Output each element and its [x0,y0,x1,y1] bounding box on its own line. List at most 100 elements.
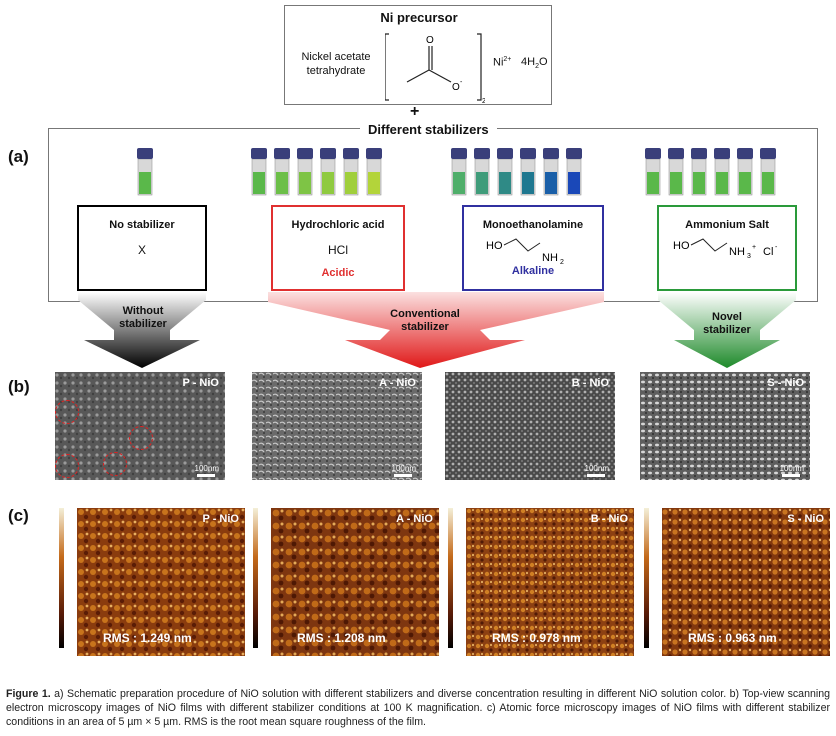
funnel-novel [658,292,796,368]
monoethanolamine-structure: HO NH 2 [486,238,564,265]
plus-sign: + [410,103,420,120]
vial [474,148,490,196]
vial [274,148,290,196]
panel-b-label: (b) [8,377,30,396]
sem-image-s: S - NiO 100nm [640,372,810,480]
vial [714,148,730,196]
afm-image-b: B - NiO RMS : 0.978 nm [466,508,634,656]
nickel-ion: Ni2+ [493,56,512,69]
precursor-name-line1: Nickel acetate [301,51,371,63]
afm-colorbar [644,508,649,648]
afm-texture [271,508,439,656]
vial [137,148,153,196]
svg-text:3: 3 [747,253,751,260]
vial [366,148,382,196]
ammonium-salt-structure: HO NH 3 + Cl - [673,238,778,260]
vial [668,148,684,196]
precursor-name: Nickel acetate tetrahydrate [299,50,373,78]
funnel-label-novel: Novel stabilizer [703,311,751,336]
vial [320,148,336,196]
vials-no-stabilizer [136,148,159,201]
sem-label: B - NiO [571,377,609,389]
afm-label: P - NiO [202,513,239,525]
vial-group [645,148,776,196]
panel-a-label: (a) [8,147,29,166]
caption-label: Figure 1. [6,688,51,700]
sem-scale-text: 100nm [391,464,416,473]
precursor-name-line2: tetrahydrate [306,65,366,77]
sem-scale-bar [197,474,215,477]
svg-text:NH: NH [729,246,745,258]
svg-text:-: - [775,244,778,251]
condition-monoethanolamine: Monoethanolamine HO NH 2 Alkaline [462,205,604,291]
oxygen-charge: - [460,79,463,86]
sem-label: A - NiO [379,377,416,389]
vial [497,148,513,196]
sem-scale-text: 100nm [194,464,219,473]
condition-formula: X [137,243,146,257]
precursor-title: Ni precursor [380,10,458,25]
defect-circle [55,454,79,478]
afm-colorbar [59,508,64,648]
defect-circle [55,400,79,424]
afm-texture [662,508,830,656]
svg-text:NH: NH [542,252,558,264]
sem-image-b: B - NiO 100nm [445,372,615,480]
condition-tag-alkaline: Alkaline [511,265,555,277]
svg-text:HO: HO [486,240,503,252]
funnel-label-without: Without stabilizer [119,305,167,330]
sem-texture [445,372,615,480]
afm-image-s: S - NiO RMS : 0.963 nm [662,508,830,656]
afm-label: S - NiO [787,513,824,525]
stabilizers-title: Different stabilizers [360,122,497,137]
precursor-box: Ni precursor Nickel acetate tetrahydrate… [284,5,552,105]
afm-image-p: P - NiO RMS : 1.249 nm [77,508,245,656]
vial [566,148,582,196]
condition-formula: HCl [328,243,348,257]
oxygen-single: O [452,82,460,93]
condition-hydrochloric-acid: Hydrochloric acid HCl Acidic [271,205,405,291]
caption-text: a) Schematic preparation procedure of Ni… [6,688,830,728]
afm-rms: RMS : 1.208 nm [297,631,386,645]
vial [645,148,661,196]
funnel-conventional [268,292,604,368]
sem-scale-text: 100nm [779,464,804,473]
defect-circle [103,452,127,476]
afm-rms: RMS : 0.963 nm [688,631,777,645]
afm-texture [466,508,634,656]
acetate-structure: O O - 2 [385,33,485,104]
sem-image-p: P - NiO 100nm [55,372,225,480]
funnel-label-conventional: Conventional stabilizer [390,308,460,333]
oxygen-double: O [426,35,434,46]
afm-rms: RMS : 0.978 nm [492,631,581,645]
condition-title: Ammonium Salt [685,219,769,231]
condition-tag-acidic: Acidic [321,267,355,279]
water-of-hydration: 4H2O [521,56,548,71]
panel-c-label: (c) [8,506,29,525]
afm-colorbar [253,508,258,648]
vials-ammonium-salt [644,148,782,201]
afm-colorbar [448,508,453,648]
vial [691,148,707,196]
sem-label: P - NiO [182,377,219,389]
vial [343,148,359,196]
sem-scale-bar [782,474,800,477]
afm-image-a: A - NiO RMS : 1.208 nm [271,508,439,656]
vial-group [251,148,382,196]
svg-text:Cl: Cl [763,246,773,258]
sem-scale-text: 100nm [584,464,609,473]
vial [737,148,753,196]
vial [297,148,313,196]
funnels [78,292,796,368]
vials-hydrochloric-acid [250,148,388,201]
condition-title: No stabilizer [109,219,175,231]
vial [251,148,267,196]
afm-texture [77,508,245,656]
funnel-without [78,292,206,368]
vial-group [451,148,582,196]
condition-title: Monoethanolamine [482,219,584,231]
condition-title: Hydrochloric acid [291,219,385,231]
afm-label: A - NiO [396,513,433,525]
sem-texture [640,372,810,480]
svg-text:2: 2 [560,259,564,265]
